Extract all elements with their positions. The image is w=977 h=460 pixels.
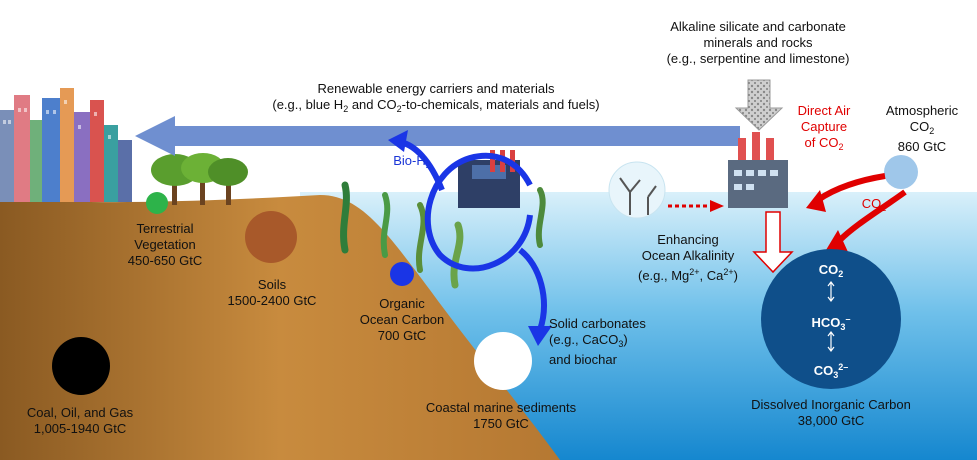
coastal-marine-sediments-label: Coastal marine sediments 1750 GtC <box>425 400 577 431</box>
enhancing-ocean-alkalinity-label: Enhancing Ocean Alkalinity (e.g., Mg2+, … <box>637 232 738 283</box>
dissolved-inorganic-carbon-label: Dissolved Inorganic Carbon 38,000 GtC <box>751 397 911 428</box>
dic-hco3-label: HCO3– <box>811 314 851 332</box>
coal-oil-gas-label: Coal, Oil, and Gas 1,005-1940 GtC <box>26 405 134 436</box>
city-skyline-illustration <box>0 88 132 202</box>
wind-turbine-icon <box>608 161 666 219</box>
organic-ocean-carbon-dot <box>390 262 414 286</box>
soils-label: Soils 1500-2400 GtC <box>227 277 317 308</box>
dic-equilibrium-arrows <box>827 281 835 352</box>
co2-to-ocean-arrowhead <box>826 230 848 252</box>
coastal-sediments-dot <box>474 332 532 390</box>
co2-to-dac-arrowhead <box>806 190 826 212</box>
atmospheric-co2-label: Atmospheric CO2 860 GtC <box>885 103 959 154</box>
trees-illustration <box>151 153 248 205</box>
atmospheric-co2-dot <box>884 155 918 189</box>
dic-co2-label: CO2 <box>818 262 844 279</box>
co2-uptake-arrows <box>816 173 907 243</box>
soils-dot <box>245 211 297 263</box>
co2-flow-label: CO2 <box>861 196 887 213</box>
solid-carbonates-label: Solid carbonates (e.g., CaCO3) and bioch… <box>549 316 646 367</box>
terrestrial-vegetation-label: Terrestrial Vegetation 450-650 GtC <box>127 221 203 268</box>
seaweed-illustration <box>340 181 546 289</box>
dic-co3-label: CO32– <box>813 362 849 380</box>
dic-circle <box>761 249 901 389</box>
bio-h2-arrowhead <box>388 130 408 152</box>
renewable-energy-arrow <box>135 116 740 156</box>
terrestrial-vegetation-dot <box>146 192 168 214</box>
renewable-energy-label: Renewable energy carriers and materials … <box>272 81 600 114</box>
mineral-input-arrow <box>734 79 784 131</box>
mineral-rocks-label: Alkaline silicate and carbonate minerals… <box>666 19 850 66</box>
coal-oil-gas-dot <box>52 337 110 395</box>
energy-to-dac-arrow <box>668 200 724 212</box>
organic-ocean-carbon-label: Organic Ocean Carbon 700 GtC <box>359 296 445 343</box>
bio-h2-label: Bio-H2 <box>393 153 431 170</box>
alkalinity-arrow <box>752 211 794 274</box>
dac-factory-illustration <box>728 132 788 208</box>
solid-carbonates-arrowhead <box>528 326 552 346</box>
processing-plant-illustration <box>458 150 520 208</box>
land-soil <box>0 195 560 460</box>
direct-air-capture-label: Direct Air Capture of CO2 <box>797 103 851 152</box>
